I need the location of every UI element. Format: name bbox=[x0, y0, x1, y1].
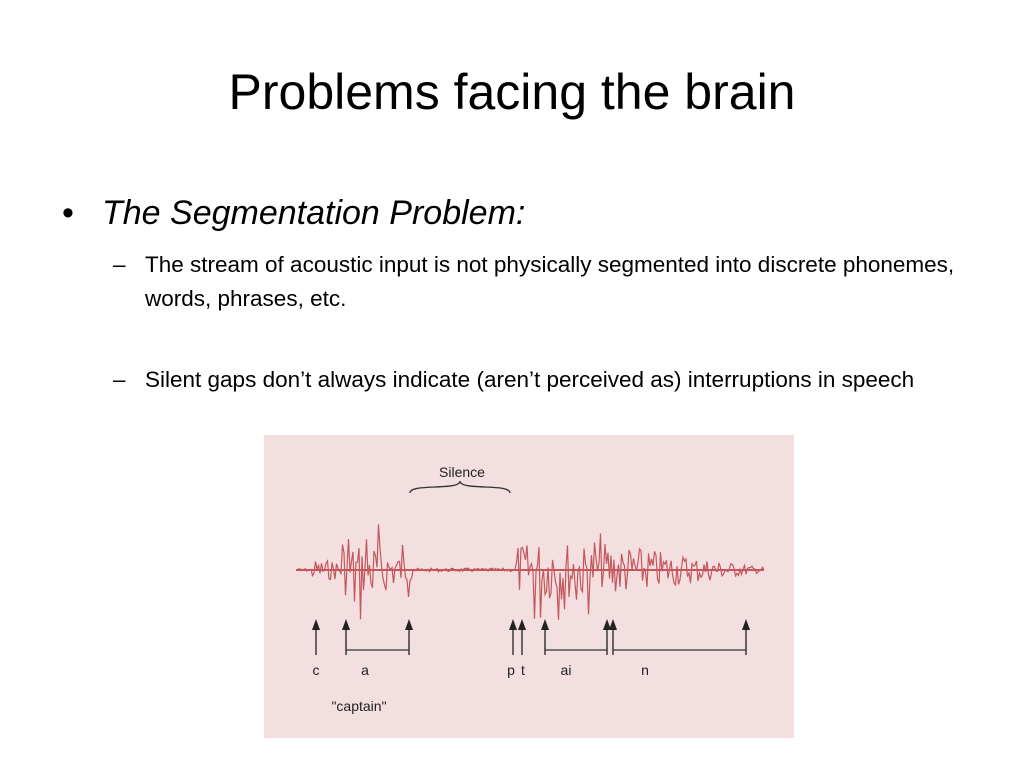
dash-marker: – bbox=[113, 252, 126, 277]
word-label: "captain" bbox=[331, 698, 386, 714]
waveform-diagram: Silence c a p t ai n "captain" bbox=[295, 464, 765, 714]
dash-marker: – bbox=[113, 367, 126, 392]
waveform-trace bbox=[295, 524, 765, 620]
arrow-head bbox=[342, 619, 350, 630]
sub-item-text: Silent gaps don’t always indicate (aren’… bbox=[145, 367, 915, 392]
arrow-head bbox=[518, 619, 526, 630]
slide-title: Problems facing the brain bbox=[228, 64, 796, 120]
arrow-head bbox=[541, 619, 549, 630]
segment-label-p: p bbox=[507, 662, 515, 678]
segment-label-n: n bbox=[641, 662, 649, 678]
silence-brace bbox=[409, 480, 511, 494]
arrow-head bbox=[603, 619, 611, 630]
sub-item-2: – Silent gaps don’t always indicate (are… bbox=[113, 363, 963, 397]
segment-label-a: a bbox=[361, 662, 369, 678]
segment-label-t: t bbox=[521, 662, 525, 678]
arrow-head bbox=[609, 619, 617, 630]
sub-item-1: – The stream of acoustic input is not ph… bbox=[113, 248, 963, 316]
arrow-head bbox=[742, 619, 750, 630]
segment-label-c: c bbox=[313, 662, 320, 678]
main-bullet: • The Segmentation Problem: bbox=[62, 192, 525, 234]
sub-item-text: The stream of acoustic input is not phys… bbox=[145, 252, 955, 311]
segment-label-ai: ai bbox=[561, 662, 572, 678]
bullet-marker: • bbox=[62, 194, 74, 232]
arrow-head bbox=[405, 619, 413, 630]
arrow-head bbox=[509, 619, 517, 630]
bullet-text: The Segmentation Problem: bbox=[102, 194, 526, 232]
waveform-figure: Silence c a p t ai n "captain" bbox=[264, 435, 794, 738]
silence-label: Silence bbox=[439, 464, 485, 480]
segment-brackets bbox=[345, 640, 747, 651]
arrow-head bbox=[312, 619, 320, 630]
